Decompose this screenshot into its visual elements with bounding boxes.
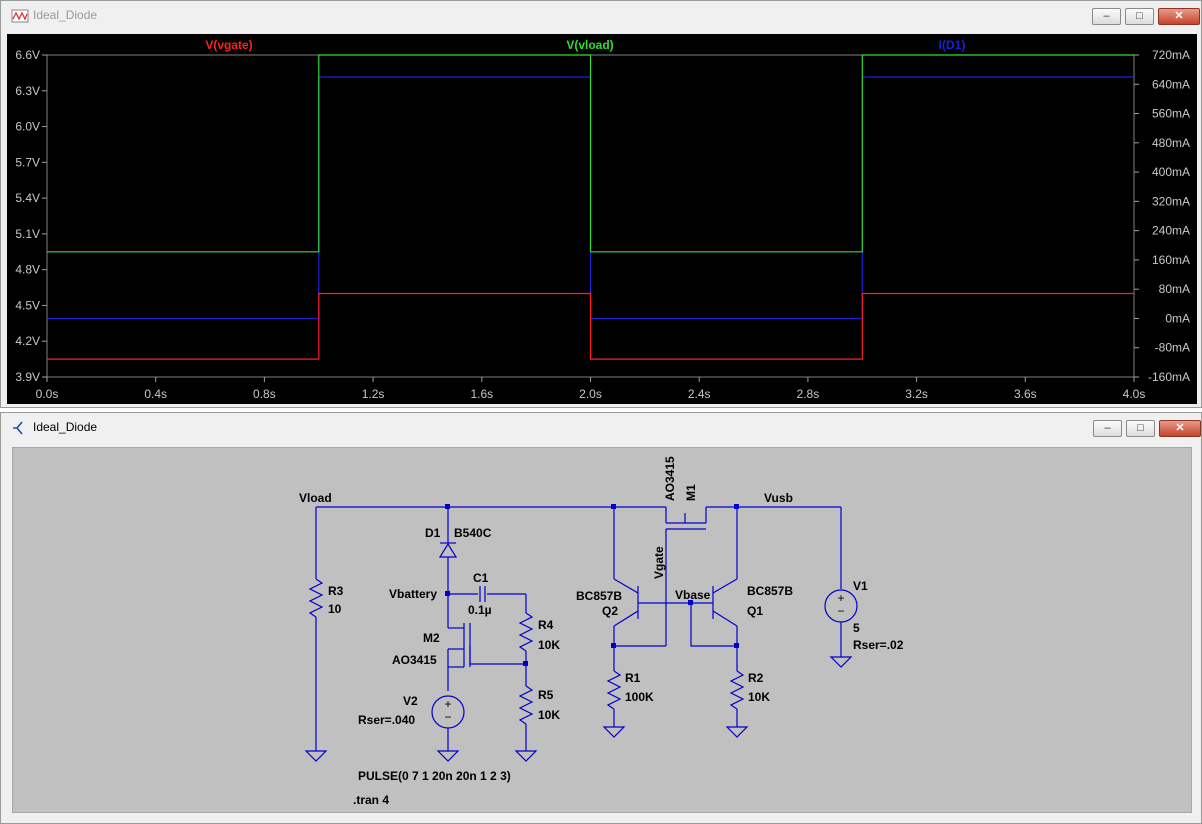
- x-tick-label: 1.2s: [362, 387, 385, 401]
- y-right-tick-label: -80mA: [1155, 341, 1190, 355]
- y-right-tick-label: 560mA: [1152, 107, 1190, 121]
- y-left-tick-label: 4.2V: [15, 334, 40, 348]
- r3-value[interactable]: 10: [328, 602, 342, 616]
- q2-value[interactable]: BC857B: [576, 589, 622, 603]
- maximize-button[interactable]: □: [1126, 420, 1155, 437]
- m1-value[interactable]: AO3415: [663, 456, 677, 501]
- r5-ref[interactable]: R5: [538, 688, 554, 702]
- m1-ref[interactable]: M1: [684, 484, 698, 501]
- minimize-button[interactable]: ‒: [1093, 420, 1122, 437]
- schematic-wires: [304, 506, 858, 762]
- y-right-tick-label: 720mA: [1152, 48, 1190, 62]
- x-tick-label: 3.2s: [905, 387, 928, 401]
- net-label-vbattery[interactable]: Vbattery: [389, 587, 437, 601]
- r1-ref[interactable]: R1: [625, 671, 641, 685]
- y-left-tick-label: 4.5V: [15, 298, 40, 312]
- legend-entry[interactable]: V(vgate): [205, 38, 252, 52]
- minimize-button[interactable]: ‒: [1092, 8, 1121, 25]
- x-tick-label: 2.0s: [579, 387, 602, 401]
- schematic-window-title: Ideal_Diode: [33, 420, 98, 434]
- d1-ref[interactable]: D1: [425, 526, 441, 540]
- waveform-icon: [11, 9, 29, 23]
- v1-value[interactable]: 5: [853, 621, 860, 635]
- schematic-labels: Vload Vusb Vbattery Vbase Vgate D1 B540C…: [299, 456, 904, 807]
- m2-ref[interactable]: M2: [423, 631, 440, 645]
- v2-pulse-spec[interactable]: PULSE(0 7 1 20n 20n 1 2 3): [358, 769, 511, 783]
- tran-directive[interactable]: .tran 4: [353, 793, 389, 807]
- v1-ref[interactable]: V1: [853, 579, 868, 593]
- r2-value[interactable]: 10K: [748, 690, 770, 704]
- y-left-tick-label: 6.3V: [15, 84, 40, 98]
- y-left-tick-label: 5.1V: [15, 227, 40, 241]
- x-tick-label: 2.8s: [797, 387, 820, 401]
- r3-ref[interactable]: R3: [328, 584, 344, 598]
- svg-text:−: −: [444, 710, 451, 724]
- schematic-canvas[interactable]: + − + − Vload Vusb Vbattery Vbase Vgate …: [12, 447, 1192, 813]
- y-right-tick-label: 240mA: [1152, 224, 1190, 238]
- net-label-vbase[interactable]: Vbase: [675, 588, 711, 602]
- plot-background: [7, 34, 1197, 404]
- q2-ref[interactable]: Q2: [602, 604, 618, 618]
- x-tick-label: 0.4s: [144, 387, 167, 401]
- q1-value[interactable]: BC857B: [747, 584, 793, 598]
- svg-text:+: +: [444, 697, 451, 711]
- r5-value[interactable]: 10K: [538, 708, 560, 722]
- waveform-plot[interactable]: V(vgate) V(vload) I(D1) 0.0s 0.4s 0.8s 1.2s 1.…: [7, 34, 1197, 404]
- net-label-vusb[interactable]: Vusb: [764, 491, 793, 505]
- r4-value[interactable]: 10K: [538, 638, 560, 652]
- legend-entry[interactable]: V(vload): [566, 38, 613, 52]
- y-right-tick-label: 640mA: [1152, 77, 1190, 91]
- plot-window[interactable]: Ideal_Diode ‒ □ ✕ V(vgate) V(vload) I(D1) …: [0, 0, 1202, 408]
- y-right-tick-label: 320mA: [1152, 194, 1190, 208]
- r2-ref[interactable]: R2: [748, 671, 764, 685]
- net-label-vgate[interactable]: Vgate: [652, 546, 666, 579]
- v1-rser[interactable]: Rser=.02: [853, 638, 904, 652]
- y-right-tick-label: 400mA: [1152, 165, 1190, 179]
- y-left-tick-label: 5.4V: [15, 191, 40, 205]
- schematic-icon: [13, 421, 23, 435]
- plot-window-titlebar[interactable]: Ideal_Diode ‒ □ ✕: [1, 1, 1201, 31]
- y-right-tick-label: 0mA: [1165, 311, 1190, 325]
- net-label-vload[interactable]: Vload: [299, 491, 332, 505]
- y-right-tick-label: -160mA: [1148, 370, 1190, 384]
- y-left-tick-label: 3.9V: [15, 370, 40, 384]
- r4-ref[interactable]: R4: [538, 618, 554, 632]
- y-left-tick-label: 5.7V: [15, 155, 40, 169]
- y-left-tick-label: 6.6V: [15, 48, 40, 62]
- d1-value[interactable]: B540C: [454, 526, 492, 540]
- y-left-tick-label: 6.0V: [15, 120, 40, 134]
- y-right-tick-label: 80mA: [1159, 282, 1190, 296]
- schematic-window[interactable]: Ideal_Diode ‒ □ ✕: [0, 412, 1202, 824]
- v2-ref[interactable]: V2: [403, 694, 418, 708]
- c1-value[interactable]: 0.1µ: [468, 603, 492, 617]
- series-line: [47, 292, 1134, 360]
- y-right-tick-label: 160mA: [1152, 253, 1190, 267]
- x-tick-label: 2.4s: [688, 387, 711, 401]
- series-line: [47, 54, 1134, 253]
- q1-ref[interactable]: Q1: [747, 604, 763, 618]
- c1-ref[interactable]: C1: [473, 571, 489, 585]
- y-left-tick-label: 4.8V: [15, 263, 40, 277]
- schematic-window-titlebar[interactable]: Ideal_Diode ‒ □ ✕: [1, 413, 1201, 443]
- close-button[interactable]: ✕: [1158, 8, 1200, 25]
- x-tick-label: 0.0s: [36, 387, 59, 401]
- v2-rser[interactable]: Rser=.040: [358, 713, 415, 727]
- legend-entry[interactable]: I(D1): [939, 38, 966, 52]
- close-button[interactable]: ✕: [1159, 420, 1201, 437]
- x-tick-label: 1.6s: [470, 387, 493, 401]
- svg-text:−: −: [837, 604, 844, 618]
- source-signs: + − + −: [444, 591, 844, 724]
- schematic-junctions: [445, 504, 739, 666]
- r1-value[interactable]: 100K: [625, 690, 654, 704]
- maximize-button[interactable]: □: [1125, 8, 1154, 25]
- plot-window-title: Ideal_Diode: [33, 8, 98, 22]
- x-tick-label: 3.6s: [1014, 387, 1037, 401]
- svg-text:+: +: [837, 591, 844, 605]
- x-tick-label: 4.0s: [1123, 387, 1146, 401]
- x-tick-label: 0.8s: [253, 387, 276, 401]
- y-right-tick-label: 480mA: [1152, 136, 1190, 150]
- m2-value[interactable]: AO3415: [392, 653, 437, 667]
